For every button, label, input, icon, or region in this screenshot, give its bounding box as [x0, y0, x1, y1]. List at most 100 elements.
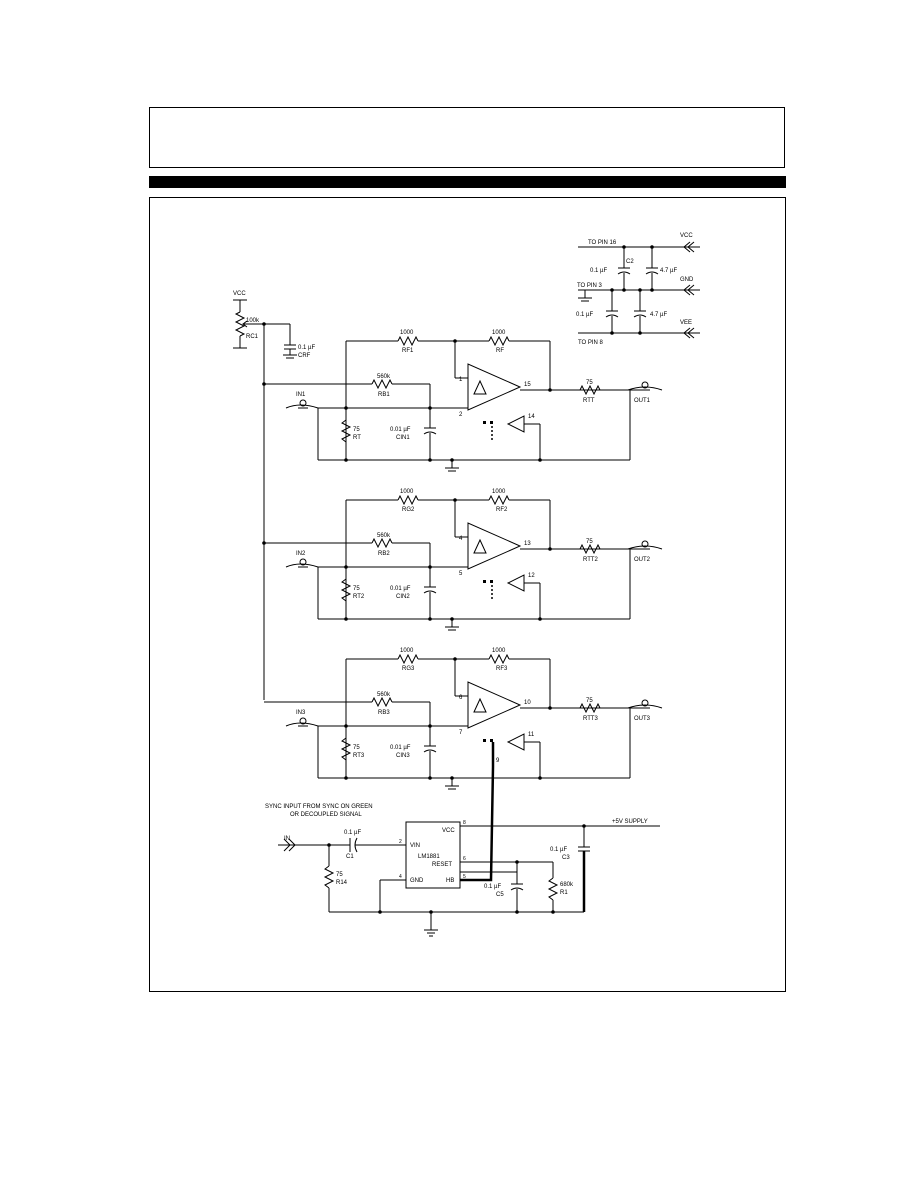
c5-ref: C5	[496, 892, 504, 898]
c1-value: 0.1 µF	[344, 830, 361, 836]
c3-value: 0.1 µF	[576, 312, 593, 318]
rb-value: 560k	[377, 692, 391, 698]
rout-ref: RTT3	[583, 716, 599, 722]
rt-value: 75	[353, 745, 360, 751]
r14-ref: R14	[336, 880, 348, 886]
c4-value: 4.7 µF	[650, 312, 667, 318]
rt-ref: RT2	[353, 594, 365, 600]
rf1-ref: RF1	[402, 348, 414, 354]
r1-value: 680k	[560, 882, 574, 888]
cin-ref: CIN2	[396, 594, 410, 600]
output-label: OUT1	[634, 398, 651, 404]
rout-ref: RTT	[583, 398, 595, 404]
pin8-label: TO PIN 8	[578, 340, 604, 346]
rout-value: 75	[586, 539, 593, 545]
pot-ref: RC1	[246, 334, 259, 340]
pin-out: 10	[524, 700, 531, 706]
rb-value: 560k	[377, 533, 391, 539]
vee-terminal: VEE	[680, 320, 692, 326]
ic-vcc: VCC	[442, 828, 455, 834]
rout-ref: RTT2	[583, 557, 599, 563]
ic-reset: RESET	[432, 862, 452, 868]
cin-ref: CIN3	[396, 753, 410, 759]
bias-vcc: VCC	[233, 291, 246, 297]
pin3-label: TO PIN 3	[577, 283, 603, 289]
sync-caption-1: SYNC INPUT FROM SYNC ON GREEN	[265, 804, 373, 810]
cin-ref: CIN1	[396, 435, 410, 441]
rt-ref: RT	[353, 435, 361, 441]
c3-value: 0.1 µF	[550, 847, 567, 853]
output-label: OUT2	[634, 557, 651, 563]
figure-frame	[149, 197, 786, 992]
rf2-ref: RF2	[496, 507, 508, 513]
rf2-value: 1000	[492, 648, 506, 654]
pin16-label: TO PIN 16	[588, 240, 617, 246]
pin-out: 15	[524, 382, 531, 388]
header-box	[149, 107, 785, 168]
ic-pin5: 5	[463, 874, 466, 880]
output-label: OUT3	[634, 716, 651, 722]
input-label: IN1	[296, 392, 306, 398]
rb-value: 560k	[377, 374, 391, 380]
rf1-value: 1000	[400, 489, 414, 495]
pin-a: 6	[459, 695, 463, 701]
pin-x: 9	[496, 758, 500, 764]
pin-b: 5	[459, 571, 463, 577]
cin-value: 0.01 µF	[390, 427, 411, 433]
rb-ref: RB1	[378, 392, 390, 398]
supply-label: +5V SUPPLY	[612, 819, 648, 825]
bias-cap-ref: CRF	[298, 353, 311, 359]
ic-pin8: 8	[463, 820, 466, 826]
pin-a: 4	[459, 536, 463, 542]
rf2-ref: RF	[496, 348, 504, 354]
c-big-value: 4.7 µF	[660, 268, 677, 274]
rf1-ref: RG2	[402, 507, 415, 513]
channel-2: 1000 RG2 1000 RF2 560k RB2 75 RT2 0.01 µ…	[262, 489, 663, 631]
channel-3: 1000 RG3 1000 RF3 560k RB3 75 RT3 0.01 µ…	[264, 648, 663, 790]
blanking-line	[460, 742, 495, 882]
rt-value: 75	[353, 586, 360, 592]
header-rule	[149, 176, 786, 188]
rout-value: 75	[586, 380, 593, 386]
cin-value: 0.01 µF	[390, 586, 411, 592]
pin-b: 2	[459, 412, 463, 418]
sync-separator: SYNC INPUT FROM SYNC ON GREEN OR DECOUPL…	[265, 804, 660, 937]
rb-ref: RB3	[378, 710, 390, 716]
rb-ref: RB2	[378, 551, 390, 557]
r1-ref: R1	[560, 890, 568, 896]
bias-network: VCC 100k RC1 0.1 µF CRF	[233, 291, 315, 700]
c5-value: 0.1 µF	[484, 884, 501, 890]
rout-value: 75	[586, 698, 593, 704]
rf2-value: 1000	[492, 489, 506, 495]
pin-ctl: 11	[528, 732, 535, 738]
sync-in-label: IN	[284, 836, 290, 842]
pot-value: 100k	[246, 318, 260, 324]
sync-caption-2: OR DECOUPLED SIGNAL	[290, 812, 362, 818]
vcc-terminal: VCC	[680, 233, 693, 239]
ic-pin2: 2	[399, 839, 402, 845]
r14-value: 75	[336, 872, 343, 878]
bias-cap-value: 0.1 µF	[298, 345, 315, 351]
input-label: IN2	[296, 551, 306, 557]
rf1-value: 1000	[400, 330, 414, 336]
input-label: IN3	[296, 710, 306, 716]
ic-name: LM1881	[418, 854, 440, 860]
rt-ref: RT3	[353, 753, 365, 759]
rf2-value: 1000	[492, 330, 506, 336]
ic-vin: VIN	[410, 843, 420, 849]
rt-value: 75	[353, 427, 360, 433]
supply-decoupling: TO PIN 16 TO PIN 3 TO PIN 8 C2 0.1 µF 4.…	[576, 233, 700, 346]
ic-pin4: 4	[399, 874, 402, 880]
rf1-ref: RG3	[402, 666, 415, 672]
c2-ref: C2	[626, 259, 634, 265]
pin-out: 13	[524, 541, 531, 547]
pin-ctl: 12	[528, 573, 535, 579]
rf1-value: 1000	[400, 648, 414, 654]
c2-value: 0.1 µF	[590, 268, 607, 274]
ic-hb: HB	[446, 878, 454, 884]
pin-a: 1	[459, 377, 463, 383]
c3-ref: C3	[562, 855, 570, 861]
pin-b: 7	[459, 730, 463, 736]
rf2-ref: RF3	[496, 666, 508, 672]
